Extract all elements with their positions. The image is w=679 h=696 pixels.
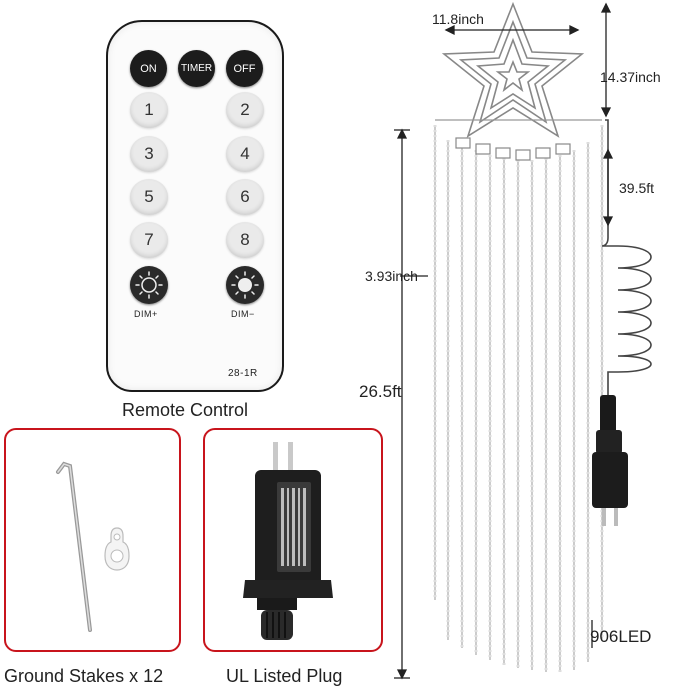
button-5[interactable]: 5 xyxy=(130,179,168,215)
dim-minus-button[interactable] xyxy=(226,266,264,304)
dim-minus-label: DIM− xyxy=(231,309,255,319)
light-strands xyxy=(434,125,603,672)
plug-caption: UL Listed Plug xyxy=(226,666,343,686)
off-button[interactable]: OFF xyxy=(226,50,263,87)
button-7[interactable]: 7 xyxy=(130,222,168,258)
star-width-label: 11.8inch xyxy=(432,11,484,27)
on-button[interactable]: ON xyxy=(130,50,167,87)
spacing-label: 3.93inch xyxy=(365,268,418,284)
star-topper xyxy=(441,1,585,138)
power-adapter-icon xyxy=(243,442,333,640)
dim-plus-label: DIM+ xyxy=(134,309,158,319)
star-height-label: 14.37inch xyxy=(600,69,661,85)
dim-plus-button[interactable] xyxy=(130,266,168,304)
hook-clip-icon xyxy=(104,527,130,571)
strand-length-label: 26.5ft xyxy=(359,382,402,401)
button-2[interactable]: 2 xyxy=(226,92,264,128)
button-8[interactable]: 8 xyxy=(226,222,264,258)
led-count-label: 906LED xyxy=(590,627,652,646)
remote-control: ON TIMER OFF 1 2 3 4 5 6 7 8 D xyxy=(106,20,284,392)
brightness-up-icon xyxy=(135,271,163,299)
ground-stakes-box xyxy=(4,428,181,652)
button-6[interactable]: 6 xyxy=(226,179,264,215)
controller-box xyxy=(592,395,628,526)
brightness-down-icon xyxy=(231,271,259,299)
lead-cable xyxy=(601,119,652,395)
remote-caption: Remote Control xyxy=(122,400,249,420)
button-1[interactable]: 1 xyxy=(130,92,168,128)
model-label: 28-1R xyxy=(228,368,258,379)
star-light-illustration xyxy=(394,1,652,680)
lead-cable-label: 39.5ft xyxy=(619,180,655,196)
button-3[interactable]: 3 xyxy=(130,136,168,172)
plug-box xyxy=(203,428,383,652)
stakes-caption: Ground Stakes x 12 xyxy=(4,666,164,686)
button-4[interactable]: 4 xyxy=(226,136,264,172)
timer-button[interactable]: TIMER xyxy=(178,50,215,87)
ground-stake-icon xyxy=(56,461,92,632)
